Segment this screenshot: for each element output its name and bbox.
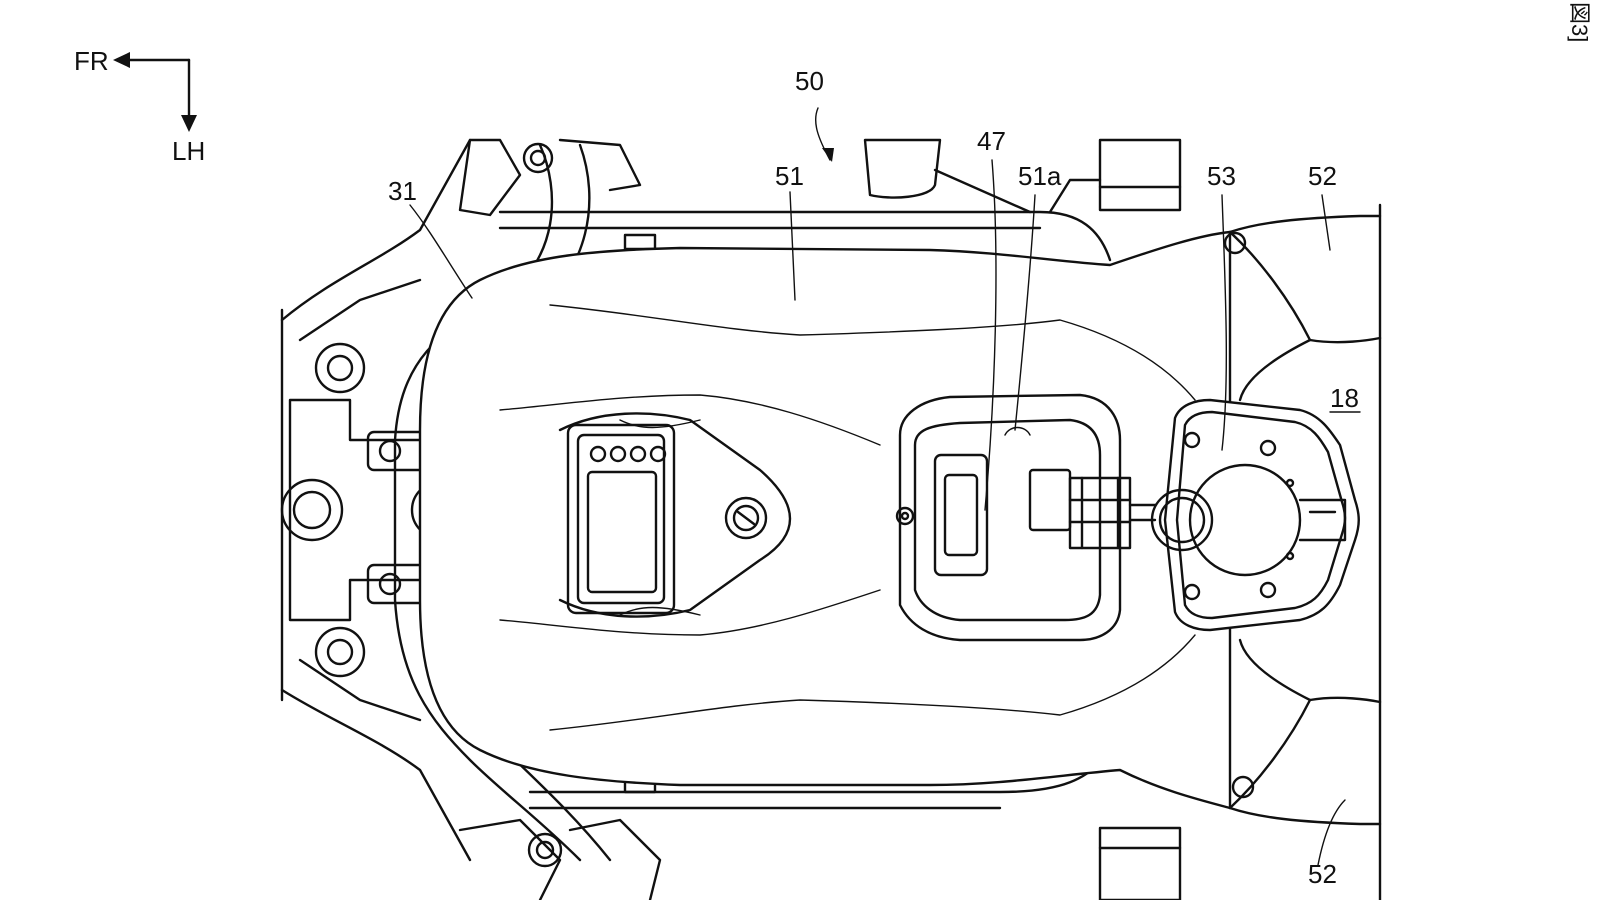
key-cylinder xyxy=(724,496,768,540)
figure-tag: 図3] xyxy=(1567,2,1592,42)
label-52-bottom: 52 xyxy=(1308,859,1337,889)
label-50: 50 xyxy=(795,66,824,96)
label-53: 53 xyxy=(1207,161,1236,191)
tank-cover xyxy=(418,230,1232,810)
direction-indicator: FR LH xyxy=(74,46,205,166)
fuel-cap xyxy=(1150,398,1360,632)
forward-arrowhead xyxy=(113,52,130,68)
leader-lines xyxy=(409,107,1361,866)
left-label: LH xyxy=(172,136,205,166)
label-51: 51 xyxy=(775,161,804,191)
label-51a: 51a xyxy=(1018,161,1062,191)
label-47: 47 xyxy=(977,126,1006,156)
forward-label: FR xyxy=(74,46,109,76)
left-arrowhead xyxy=(181,115,197,132)
label-31: 31 xyxy=(388,176,417,206)
label-52-top: 52 xyxy=(1308,161,1337,191)
seat-and-frame xyxy=(863,138,1382,900)
meter-display xyxy=(566,423,676,615)
label-18: 18 xyxy=(1330,383,1359,413)
filler-area xyxy=(895,393,1157,642)
reference-labels: 50 31 51 47 51a 53 52 18 52 xyxy=(388,66,1359,889)
